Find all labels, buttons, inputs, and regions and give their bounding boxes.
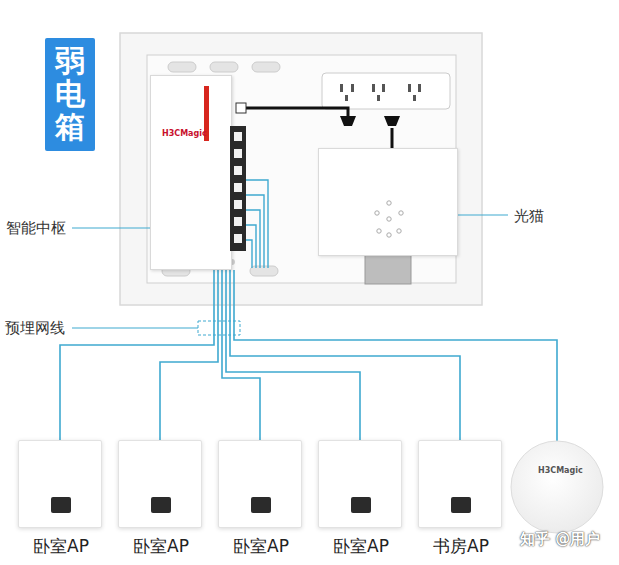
ethernet-socket	[251, 497, 271, 513]
ethernet-port	[234, 234, 242, 243]
router-device: 智能中枢	[150, 75, 232, 270]
power-cable	[391, 128, 394, 148]
network-cable	[226, 270, 360, 440]
ethernet-socket	[51, 497, 71, 513]
indicator-light	[387, 217, 391, 221]
node-label: 卧室AP	[209, 535, 313, 558]
plug	[384, 116, 400, 126]
panel-ap: 卧室AP	[118, 440, 202, 528]
power-cable	[246, 108, 348, 118]
panel-ap: 书房AP	[418, 440, 502, 528]
network-cable	[230, 270, 460, 440]
title-text: 弱电箱	[55, 44, 85, 143]
panel-ap: 卧室AP	[318, 440, 402, 528]
node-label: 卧室AP	[309, 535, 413, 558]
conduit-marker	[198, 321, 240, 335]
panel-ap: 卧室AP	[218, 440, 302, 528]
leader-line	[72, 327, 198, 328]
indicator-lights	[369, 199, 409, 239]
node-label: 光猫	[514, 207, 544, 226]
node-label: 书房AP	[409, 535, 513, 558]
power-port	[236, 103, 246, 113]
ethernet-port	[234, 149, 242, 158]
watermark: 知乎 @用户	[520, 530, 600, 549]
title-band: 弱电箱	[45, 38, 95, 151]
indicator-light	[377, 229, 381, 233]
ethernet-port	[234, 132, 242, 141]
indicator-light	[399, 211, 403, 215]
optical-modem: 光猫	[318, 148, 458, 256]
indicator-light	[387, 201, 391, 205]
node-label: 智能中枢	[6, 219, 66, 238]
ethernet-port	[234, 217, 242, 226]
ethernet-socket	[351, 497, 371, 513]
ethernet-port	[234, 200, 242, 209]
brand-logo: H3CMagic	[538, 466, 583, 475]
indicator-light	[397, 229, 401, 233]
outlets	[340, 84, 421, 101]
port-strip	[230, 126, 246, 251]
ethernet-socket	[451, 497, 471, 513]
panel-ap: 卧室AP	[18, 440, 102, 528]
part-label: 预埋网线	[5, 319, 65, 338]
node-label: 卧室AP	[9, 535, 113, 558]
enclosure-frame	[120, 33, 482, 305]
ceiling-ap	[511, 441, 603, 533]
leader-line	[458, 214, 508, 215]
ethernet-socket	[151, 497, 171, 513]
network-cable	[222, 270, 260, 440]
leader-line	[72, 227, 150, 228]
power-strip	[322, 73, 450, 109]
indicator-light	[375, 211, 379, 215]
plug	[340, 116, 356, 126]
modem-bracket	[365, 254, 411, 284]
ethernet-port	[234, 166, 242, 175]
network-cable	[160, 270, 218, 440]
patch-lines	[246, 180, 268, 268]
status-bar	[204, 86, 209, 141]
network-cable	[60, 270, 214, 440]
ethernet-port	[234, 183, 242, 192]
indicator-light	[387, 233, 391, 237]
node-label: 卧室AP	[109, 535, 213, 558]
